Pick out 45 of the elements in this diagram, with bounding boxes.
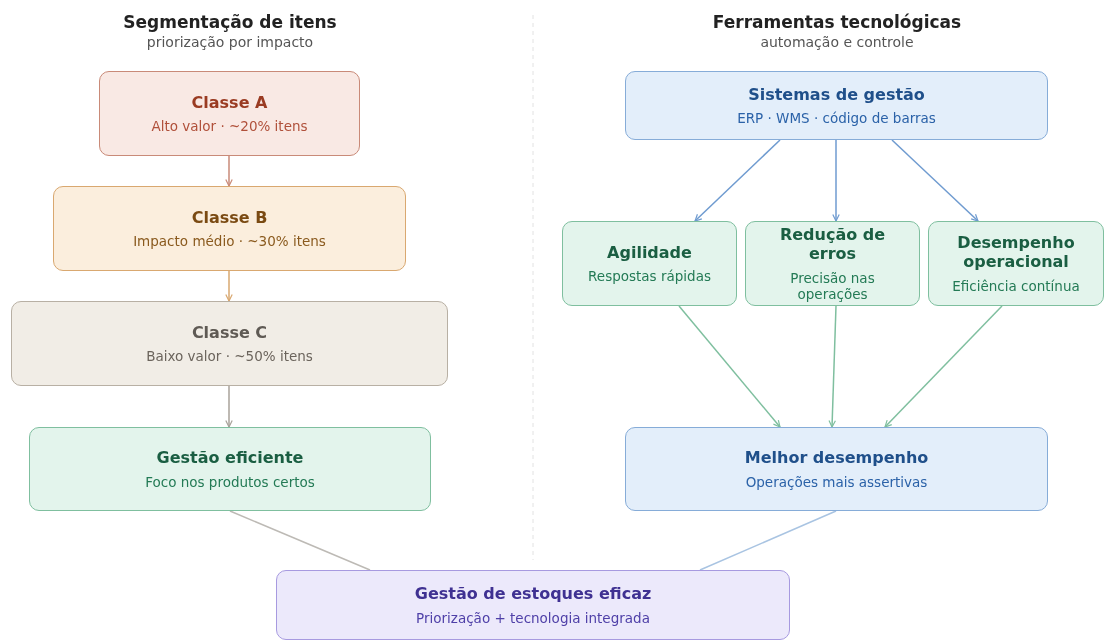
box-title: Gestão eficiente bbox=[156, 448, 304, 468]
box-title: Classe A bbox=[191, 92, 268, 112]
process-box bbox=[745, 221, 920, 306]
box-subtitle: Operações mais assertivas bbox=[745, 473, 928, 490]
box-title: Redução de erros bbox=[778, 225, 887, 264]
arrow bbox=[225, 270, 233, 302]
box-title: Agilidade bbox=[607, 242, 692, 262]
box-subtitle: Eficiência contínua bbox=[952, 277, 1080, 294]
arrow bbox=[225, 385, 233, 428]
process-box bbox=[99, 71, 360, 156]
box-title: Gestão de estoques eficaz bbox=[414, 584, 652, 604]
arrow bbox=[225, 155, 233, 187]
arrow bbox=[828, 305, 837, 428]
box-subtitle: Impacto médio · ~30% itens bbox=[133, 233, 326, 250]
process-box bbox=[53, 186, 406, 271]
process-box bbox=[29, 427, 431, 511]
box-subtitle: Foco nos produtos certos bbox=[145, 473, 315, 490]
box-title: Sistemas de gestão bbox=[748, 84, 925, 104]
box-title: Melhor desempenho bbox=[744, 448, 929, 468]
process-box bbox=[11, 301, 448, 386]
process-box bbox=[928, 221, 1104, 306]
arrow bbox=[884, 305, 1003, 428]
column-heading: Segmentação de itens bbox=[122, 12, 338, 32]
process-box bbox=[625, 71, 1048, 140]
connector-line bbox=[699, 510, 837, 571]
box-subtitle: Baixo valor · ~50% itens bbox=[146, 348, 313, 365]
column-subheading: automação e controle bbox=[759, 34, 915, 50]
box-subtitle: ERP · WMS · código de barras bbox=[737, 110, 936, 127]
column-heading: Ferramentas tecnológicas bbox=[711, 12, 963, 32]
box-subtitle: Precisão nas operações bbox=[789, 269, 876, 302]
process-box bbox=[276, 570, 790, 640]
column-subheading: priorização por impacto bbox=[145, 34, 315, 50]
box-title: Desempenho operacional bbox=[956, 233, 1076, 272]
arrow bbox=[832, 139, 840, 222]
arrow bbox=[891, 139, 979, 222]
process-box bbox=[562, 221, 737, 306]
arrow bbox=[678, 305, 781, 428]
box-title: Classe B bbox=[191, 207, 268, 227]
box-subtitle: Priorização + tecnologia integrada bbox=[416, 609, 650, 626]
connector-line bbox=[229, 510, 371, 571]
box-subtitle: Respostas rápidas bbox=[588, 268, 711, 285]
box-title: Classe C bbox=[191, 322, 268, 342]
box-subtitle: Alto valor · ~20% itens bbox=[151, 118, 308, 135]
process-box bbox=[625, 427, 1048, 511]
arrow bbox=[694, 139, 781, 222]
